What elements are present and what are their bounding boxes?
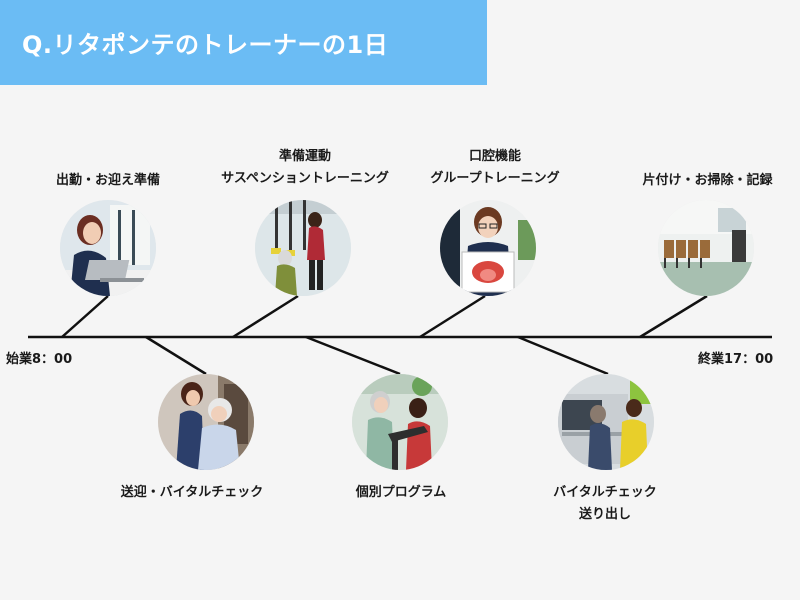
trainer-holding-mouth-card-photo	[440, 200, 536, 296]
staff-with-laptop-photo	[60, 200, 156, 296]
event-label-line: グループトレーニング	[430, 171, 560, 186]
event-label-commute: 出勤・お迎え準備	[33, 170, 183, 192]
event-label-program: 個別プログラム	[316, 482, 486, 504]
connector-oral	[419, 294, 486, 339]
event-label-line: 片付け・お掃除・記録	[642, 173, 773, 188]
connector-sendoff	[517, 335, 609, 376]
connector-transport	[145, 335, 207, 376]
event-label-line: 個別プログラム	[355, 485, 447, 500]
event-label-warmup: 準備運動 サスペンショントレーニング	[200, 146, 410, 190]
event-label-line: サスペンショントレーニング	[221, 171, 389, 186]
end-time-label: 終業17：00	[698, 352, 774, 367]
connector-commute	[61, 295, 109, 338]
event-label-cleanup: 片付け・お掃除・記録	[615, 170, 800, 192]
empty-training-room-photo	[658, 200, 754, 296]
event-label-transport: 送迎・バイタルチェック	[92, 482, 292, 504]
connector-cleanup	[639, 294, 708, 339]
page-title: Q.リタポンテのトレーナーの1日	[22, 31, 389, 59]
event-label-line: バイタルチェック	[553, 485, 657, 500]
event-label-line: 準備運動	[278, 149, 331, 164]
connector-warmup	[232, 294, 299, 339]
start-time-label: 始業8：00	[6, 352, 73, 367]
event-label-oral: 口腔機能 グループトレーニング	[405, 146, 585, 190]
elder-entering-van-photo	[558, 374, 654, 470]
event-label-line: 送迎・バイタルチェック	[120, 485, 264, 500]
event-label-line: 送り出し	[578, 507, 631, 522]
staff-escorting-elder-photo	[158, 374, 254, 470]
event-label-line: 口腔機能	[468, 149, 521, 164]
event-label-sendoff: バイタルチェック 送り出し	[525, 482, 685, 526]
title-banner: Q.リタポンテのトレーナーの1日	[0, 0, 487, 85]
suspension-training-photo	[255, 200, 351, 296]
connector-program	[305, 335, 401, 376]
event-label-line: 出勤・お迎え準備	[55, 173, 160, 188]
treadmill-program-photo	[352, 374, 448, 470]
